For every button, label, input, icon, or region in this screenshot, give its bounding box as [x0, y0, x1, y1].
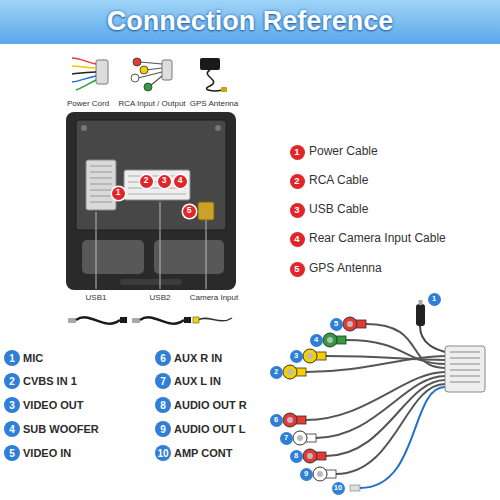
callout-number: 1 — [4, 350, 20, 366]
pin-label: SUB WOOFER — [23, 423, 99, 435]
callout-number: 2 — [4, 373, 20, 389]
callout-number: 4 — [174, 175, 187, 188]
callout-number: 4 — [4, 421, 20, 437]
cable-label: Power Cable — [309, 145, 378, 158]
callout-number: 5 — [330, 318, 343, 331]
pin-label: MIC — [23, 352, 43, 364]
callout-number: 9 — [155, 421, 171, 437]
head-unit-frame — [66, 112, 236, 290]
pin-label: CVBS IN 1 — [23, 375, 77, 387]
cable-label: GPS Antenna — [309, 262, 382, 275]
pin-label: AUDIO OUT R — [174, 399, 247, 411]
part-label: USB2 — [150, 294, 171, 303]
callout-number: 4 — [310, 334, 323, 347]
callout-number: 6 — [155, 350, 171, 366]
pin-label: VIDEO IN — [23, 447, 71, 459]
callout-number: 3 — [158, 175, 171, 188]
callout-number: 5 — [183, 205, 196, 218]
callout-number: 1 — [290, 145, 305, 160]
rca-cable-icon — [131, 58, 172, 91]
cable-label: RCA Cable — [309, 174, 368, 187]
part-label: GPS Antenna — [190, 100, 238, 109]
part-label: USB1 — [86, 294, 107, 303]
callout-number: 3 — [4, 397, 20, 413]
part-label: Power Cord — [67, 100, 109, 109]
callout-number: 2 — [290, 174, 305, 189]
pin-label: AUX R IN — [174, 352, 222, 364]
callout-number: 2 — [270, 366, 283, 379]
callout-number: 5 — [290, 262, 305, 277]
callout-number: 2 — [140, 175, 153, 188]
power-cord-icon — [72, 58, 108, 90]
callout-number: 7 — [155, 373, 171, 389]
part-label: Camera Input — [190, 294, 238, 303]
pin-label: VIDEO OUT — [23, 399, 84, 411]
callout-number: 9 — [300, 468, 313, 481]
pin-label: AUX L IN — [174, 375, 221, 387]
title-banner — [0, 0, 500, 44]
pin-label: AMP CONT — [174, 447, 232, 459]
usb-cable-icons — [68, 317, 232, 324]
wiring-harness — [283, 300, 485, 491]
callout-number: 10 — [332, 482, 345, 495]
cable-label: Rear Camera Input Cable — [309, 232, 446, 245]
callout-number: 3 — [290, 350, 303, 363]
callout-number: 4 — [290, 232, 305, 247]
callout-number: 8 — [155, 397, 171, 413]
callout-number: 1 — [112, 187, 125, 200]
callout-number: 10 — [155, 445, 171, 461]
callout-number: 7 — [280, 432, 293, 445]
callout-number: 5 — [4, 445, 20, 461]
cable-label: USB Cable — [309, 203, 368, 216]
part-label: RCA Input / Output — [118, 100, 185, 109]
callout-number: 6 — [270, 414, 283, 427]
callout-number: 1 — [428, 293, 441, 306]
callout-number: 8 — [290, 450, 303, 463]
title-text: Connection Reference — [0, 0, 500, 44]
gps-antenna-icon — [200, 58, 227, 92]
pin-label: AUDIO OUT L — [174, 423, 246, 435]
callout-number: 3 — [290, 203, 305, 218]
